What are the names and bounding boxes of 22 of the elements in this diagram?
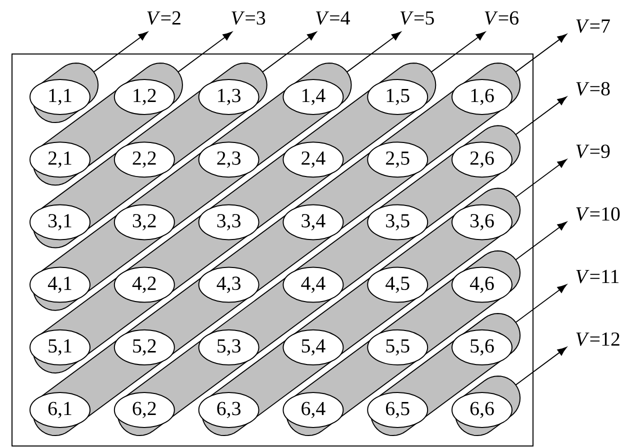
edge-label: V=2 xyxy=(145,10,182,26)
arrow xyxy=(515,159,567,198)
edge-label: V=10 xyxy=(574,206,622,222)
arrow xyxy=(515,96,567,135)
edge-label: V=3 xyxy=(230,10,267,26)
arrow xyxy=(93,32,148,72)
edge-label: V=11 xyxy=(574,268,621,284)
arrow xyxy=(515,34,567,72)
edge-label: V=9 xyxy=(574,144,612,160)
arrow xyxy=(178,32,232,72)
arrow xyxy=(431,32,486,72)
edge-label: V=6 xyxy=(482,10,520,26)
arrow xyxy=(515,222,567,260)
edge-label: V=12 xyxy=(574,331,622,347)
arrow xyxy=(515,346,567,386)
arrow xyxy=(515,284,567,323)
arrow xyxy=(262,32,317,72)
edge-label: V=5 xyxy=(398,10,436,26)
arrow xyxy=(346,32,401,72)
edge-label: V=7 xyxy=(574,18,612,34)
edge-label: V=8 xyxy=(574,81,612,97)
edge-label: V=4 xyxy=(314,10,352,26)
